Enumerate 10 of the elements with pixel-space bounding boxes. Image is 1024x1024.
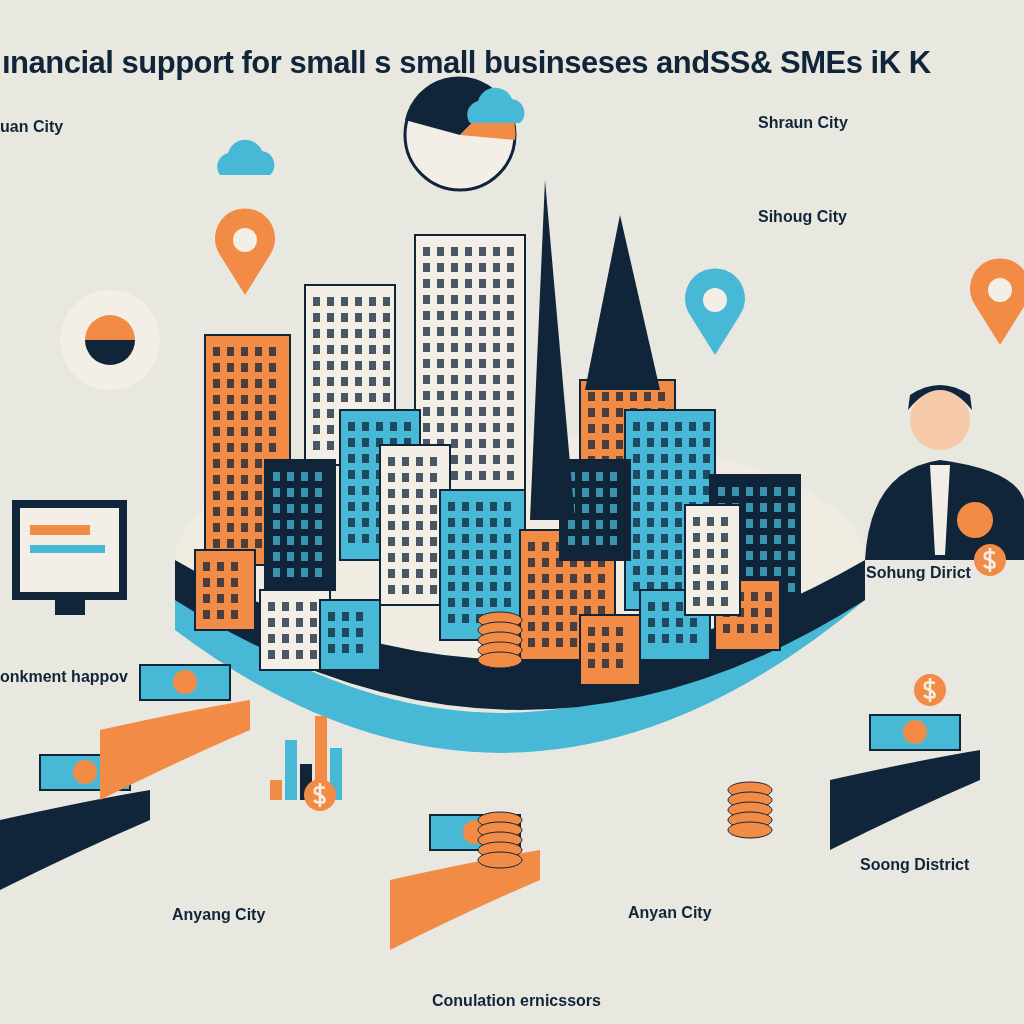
section-heading: uan City [0,118,64,136]
title: ınancial support for small s small businseses andSS& SMEs iK K [2,45,931,81]
section-heading: Sohung Dirict [866,564,971,582]
section-heading: onkment happov [0,668,128,686]
section-heading: Soong District [860,856,970,874]
section-heading: Sihoug City [758,208,847,226]
section-heading: Anyang City [172,906,266,924]
section-heading: Shraun City [758,114,848,132]
section-heading: Anyan City [628,904,712,922]
section-heading: Conulation ernicssors [432,992,601,1010]
